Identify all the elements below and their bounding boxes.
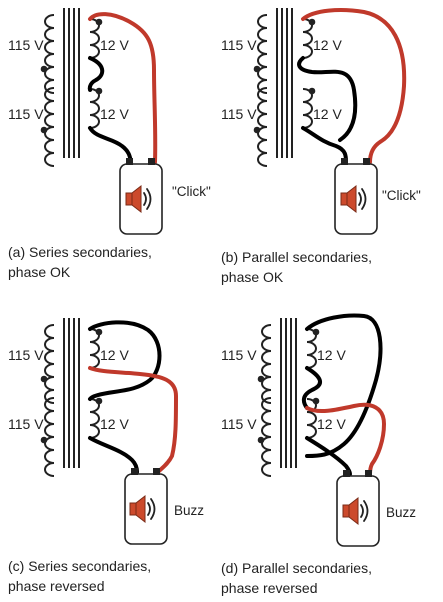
caption-line2: phase reversed — [8, 578, 105, 594]
panel-b: 115 V 115 V 12 V 12 V "Click" (b) Parall… — [221, 7, 421, 285]
series-link-wire — [88, 320, 162, 401]
meter-lead-black — [301, 126, 348, 164]
meter-lead-black — [88, 126, 133, 164]
sound-label: Buzz — [174, 503, 204, 518]
primary-coil-top — [44, 324, 55, 404]
phase-dot — [95, 87, 103, 95]
secondary-voltage-bottom: 12 V — [100, 416, 129, 432]
primary-voltage-bottom: 115 V — [221, 416, 257, 432]
caption-line2: phase OK — [221, 269, 284, 285]
secondary-coil-bottom — [89, 88, 100, 129]
sound-label: "Click" — [382, 188, 421, 203]
caption-line1: (b) Parallel secondaries, — [221, 249, 372, 265]
primary-voltage-top: 115 V — [8, 37, 44, 53]
panel-c: 115 V 115 V 12 V 12 V Buzz (c) Series se… — [8, 317, 204, 594]
caption-line2: phase reversed — [221, 580, 318, 596]
secondary-coil-bottom — [89, 398, 100, 439]
parallel-link-wire — [305, 313, 383, 458]
primary-voltage-top: 115 V — [221, 37, 257, 53]
phase-dot — [95, 18, 103, 26]
secondary-voltage-top: 12 V — [100, 37, 129, 53]
phase-dot — [40, 375, 48, 383]
phase-dot — [308, 87, 316, 95]
primary-coil-bottom — [257, 87, 268, 167]
sound-label: Buzz — [386, 505, 416, 520]
secondary-coil-bottom — [306, 398, 317, 439]
secondary-voltage-top: 12 V — [317, 347, 346, 363]
meter-lead-black — [88, 436, 139, 474]
primary-coil-bottom — [44, 397, 55, 477]
series-link-wire — [87, 56, 105, 92]
meter-lead-red — [88, 12, 158, 164]
primary-voltage-bottom: 115 V — [8, 416, 44, 432]
transformer-core — [280, 317, 297, 469]
secondary-voltage-bottom: 12 V — [317, 416, 346, 432]
primary-voltage-bottom: 115 V — [221, 106, 257, 122]
phase-dot — [40, 436, 48, 444]
transformer-core — [63, 317, 80, 469]
meter-lead-red — [305, 402, 386, 476]
caption-line1: (a) Series secondaries, — [8, 244, 152, 260]
meter-lead-red — [88, 366, 178, 474]
phase-dot — [40, 126, 48, 134]
panel-d: 115 V 115 V 12 V 12 V Buzz (d) Parallel … — [221, 313, 416, 596]
phase-dot — [257, 375, 265, 383]
parallel-link-wire — [301, 366, 322, 410]
phase-dot — [40, 65, 48, 73]
phase-dot — [253, 126, 261, 134]
phase-dot — [308, 18, 316, 26]
meter-lead-red — [301, 8, 407, 164]
secondary-voltage-bottom: 12 V — [313, 106, 342, 122]
primary-voltage-bottom: 115 V — [8, 106, 44, 122]
caption-line1: (d) Parallel secondaries, — [221, 560, 372, 576]
primary-coil-top — [261, 324, 272, 404]
sound-label: "Click" — [172, 184, 211, 199]
caption-line1: (c) Series secondaries, — [8, 558, 151, 574]
primary-coil-bottom — [44, 87, 55, 167]
parallel-link-wire — [297, 56, 358, 142]
primary-voltage-top: 115 V — [8, 347, 44, 363]
primary-voltage-top: 115 V — [221, 347, 257, 363]
phase-dot — [95, 328, 103, 336]
phase-dot — [257, 436, 265, 444]
secondary-voltage-top: 12 V — [100, 347, 129, 363]
transformer-core — [276, 7, 293, 159]
phase-dot — [95, 397, 103, 405]
phase-dot — [253, 65, 261, 73]
secondary-coil-bottom — [302, 88, 313, 129]
panel-a: 115 V 115 V 12 V 12 V "Click" (a) Series… — [8, 7, 211, 280]
primary-coil-top — [257, 14, 268, 94]
primary-coil-bottom — [261, 397, 272, 477]
secondary-voltage-top: 12 V — [313, 37, 342, 53]
phase-dot — [312, 397, 320, 405]
transformer-core — [63, 7, 80, 159]
primary-coil-top — [44, 14, 55, 94]
phase-dot — [312, 328, 320, 336]
caption-line2: phase OK — [8, 264, 71, 280]
secondary-voltage-bottom: 12 V — [100, 106, 129, 122]
